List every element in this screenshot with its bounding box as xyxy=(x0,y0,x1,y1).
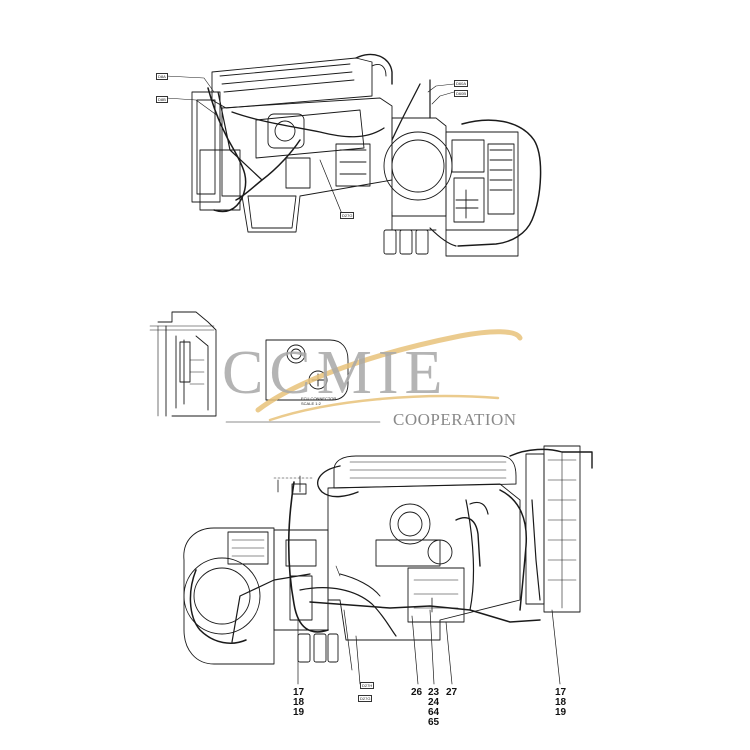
part-label-65: 65 xyxy=(428,717,440,728)
part-label-left-19: 19 xyxy=(293,707,305,718)
detail-caption-1: ECU CONNECTOR xyxy=(301,396,337,401)
part-label-right-18: 18 xyxy=(555,697,567,708)
top-engine-view xyxy=(165,53,542,257)
watermark-subtitle: COOPERATION xyxy=(393,410,517,429)
top-tag-1: D8A xyxy=(156,73,168,80)
detail-section-view xyxy=(149,311,381,423)
detail-caption-2: SCALE 1:2 xyxy=(301,401,321,406)
watermark-brand: CCMIE xyxy=(222,339,449,407)
part-label-right-19: 19 xyxy=(555,707,567,718)
watermark-swoosh xyxy=(255,329,523,422)
part-label-left-17: 17 xyxy=(293,687,305,698)
top-tag-5: D27G xyxy=(340,212,355,219)
top-tag-4: D60B xyxy=(454,90,469,97)
top-tag-2: D8B xyxy=(156,96,168,103)
part-label-26: 26 xyxy=(411,687,423,698)
part-label-27: 27 xyxy=(446,687,458,698)
part-label-23: 23 xyxy=(428,687,440,698)
part-label-left-18: 18 xyxy=(293,697,305,708)
top-tag-3: D60A xyxy=(454,80,469,87)
part-label-24: 24 xyxy=(428,697,440,708)
bottom-tag-2: D27G xyxy=(358,695,373,702)
bottom-engine-view xyxy=(183,445,593,685)
bottom-tag-1: D27H xyxy=(360,682,375,689)
part-label-right-17: 17 xyxy=(555,687,567,698)
part-label-64: 64 xyxy=(428,707,440,718)
